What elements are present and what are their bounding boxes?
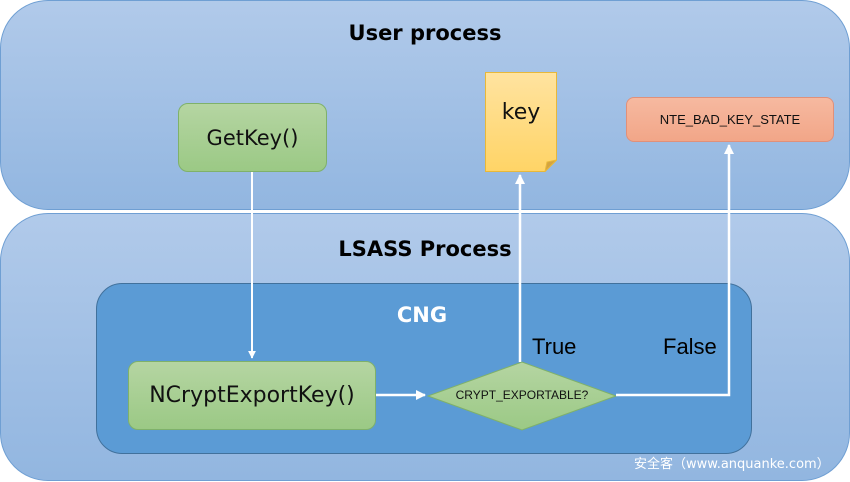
ncrypt-export-key-label: NCryptExportKey()	[149, 383, 355, 408]
cng-title: CNG	[396, 303, 448, 327]
getkey-label: GetKey()	[206, 125, 299, 150]
decision-label: CRYPT_EXPORTABLE?	[455, 388, 589, 402]
error-node: NTE_BAD_KEY_STATE	[626, 97, 834, 142]
lsass-process-title: LSASS Process	[338, 237, 512, 261]
false-branch-label: False	[663, 334, 717, 359]
error-label: NTE_BAD_KEY_STATE	[659, 112, 801, 127]
key-label: key	[501, 100, 541, 125]
user-process-title: User process	[348, 21, 502, 45]
key-document-icon	[485, 72, 557, 172]
ncrypt-export-key-node: NCryptExportKey()	[128, 361, 376, 430]
watermark: 安全客（www.anquanke.com）	[634, 457, 830, 472]
getkey-node: GetKey()	[178, 103, 327, 172]
true-branch-label: True	[532, 334, 577, 359]
